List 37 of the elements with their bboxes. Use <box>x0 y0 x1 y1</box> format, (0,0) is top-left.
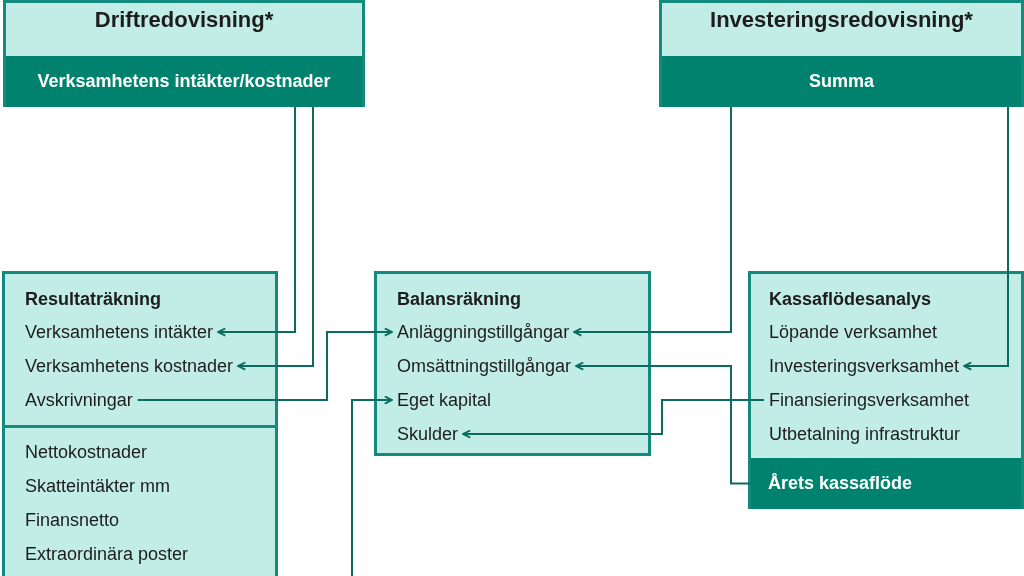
panel-heading: Resultaträkning <box>25 288 162 310</box>
entry-text: Nettokostnader <box>25 441 148 463</box>
entry-text: Omsättningstillgångar <box>397 355 572 377</box>
statement-panel <box>659 0 1024 107</box>
entry-text: Löpande verksamhet <box>769 321 938 343</box>
entry-text: Avskrivningar <box>25 389 133 411</box>
entry-text: Extraordinära poster <box>25 543 189 565</box>
entry-text: Anläggningstillgångar <box>397 321 570 343</box>
connector-arrow <box>237 106 314 371</box>
statement-panel <box>748 271 1024 509</box>
connector-arrow <box>217 106 296 337</box>
panel-heading: Kassaflödesanalys <box>769 288 932 310</box>
entry-text: Skatteintäkter mm <box>25 475 171 497</box>
entry-text: Finansieringsverksamhet <box>769 389 970 411</box>
connector-arrow <box>351 395 393 576</box>
entry-text: Investeringsverksamhet <box>769 355 960 377</box>
connector-arrow <box>963 106 1009 371</box>
statement-panel <box>374 271 651 456</box>
summary-bar: Årets kassaflöde <box>751 458 1021 509</box>
summary-bar: Summa <box>662 56 1021 107</box>
entry-text: Eget kapital <box>397 389 492 411</box>
entry-text: Finansnetto <box>25 509 120 531</box>
connector-arrow <box>136 327 393 401</box>
connector-arrow <box>573 106 732 337</box>
statement-panel <box>3 0 365 107</box>
entry-text: Utbetalning infrastruktur <box>769 423 961 445</box>
entry-text: Skulder <box>397 423 459 445</box>
connector-arrow <box>575 361 752 485</box>
statement-panel <box>2 271 278 576</box>
panel-heading: Balansräkning <box>397 288 522 310</box>
panel-title: Driftredovisning* <box>93 7 275 33</box>
connector-arrow <box>462 399 765 439</box>
entry-text: Verksamhetens kostnader <box>25 355 234 377</box>
summary-bar: Verksamhetens intäkter/kostnader <box>6 56 362 107</box>
section-panel <box>5 425 275 576</box>
entry-text: Verksamhetens intäkter <box>25 321 214 343</box>
panel-title: Investeringsredovisning* <box>709 7 974 33</box>
